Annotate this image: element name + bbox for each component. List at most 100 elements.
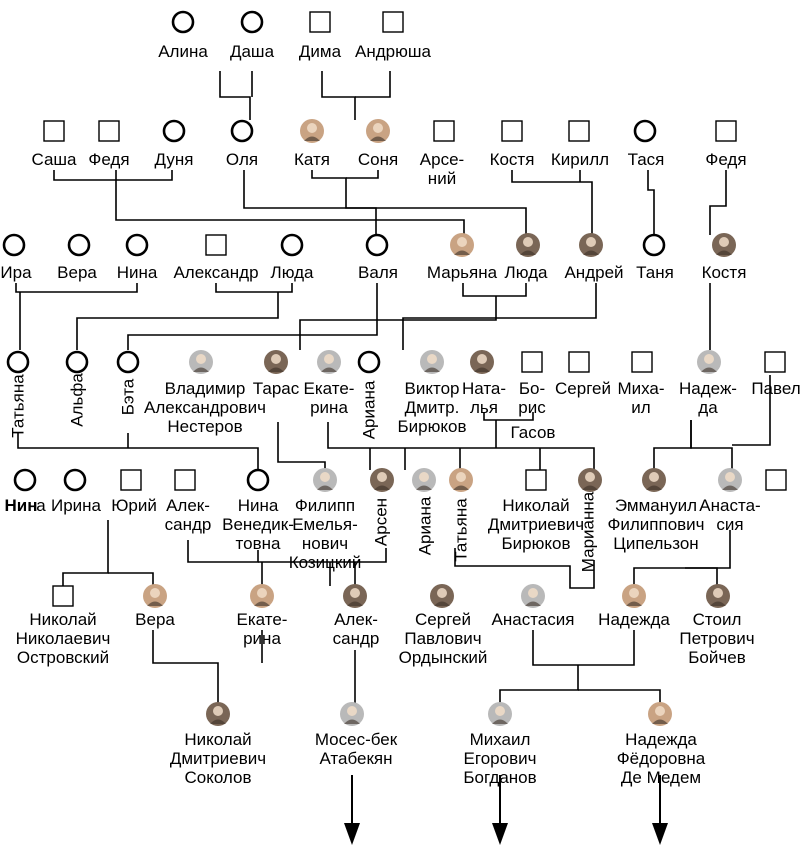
connector-line	[15, 283, 138, 293]
person-kostya: Костя	[489, 150, 535, 169]
person-nina-venediktovna: Нина Венедик- товна	[222, 496, 294, 553]
connector-line	[355, 71, 391, 98]
portrait-photo-icon	[206, 702, 230, 726]
person-filipp-kozitsky: Филипп Емелья- нович Козицкий	[288, 496, 362, 572]
connector-line	[685, 567, 718, 586]
circle-icon	[642, 233, 666, 257]
portrait-photo-icon	[450, 233, 474, 257]
circle-icon	[230, 119, 254, 143]
square-icon	[715, 120, 737, 142]
connector-line	[152, 630, 219, 705]
portrait-photo-icon	[370, 468, 394, 492]
portrait-photo-icon	[622, 584, 646, 608]
person-yuriy: Юрий	[111, 496, 157, 515]
person-nina: Нина	[116, 263, 158, 282]
connector-line	[277, 422, 326, 470]
person-nikolay-ostrovsky: Николай Николаевич Островский	[15, 610, 111, 667]
person-aleksandr: Александр	[173, 263, 259, 282]
person-sergey: Сергей	[555, 379, 611, 398]
portrait-photo-icon	[579, 233, 603, 257]
person-nadezhda-2: Надежда	[598, 610, 670, 629]
square-icon	[205, 234, 227, 256]
connector-line	[532, 630, 635, 666]
portrait-photo-icon	[420, 350, 444, 374]
person-sonya: Соня	[357, 150, 399, 169]
portrait-photo-icon	[313, 468, 337, 492]
person-ekaterina-2: Екате- рина	[236, 610, 288, 648]
circle-icon	[357, 350, 381, 374]
person-irina: Ирина	[50, 496, 102, 515]
connector-line	[321, 71, 356, 120]
person-vladimir-nesterov: Владимир Александрович Нестеров	[144, 379, 266, 436]
person-fedya-2: Федя	[705, 150, 747, 169]
portrait-photo-icon	[718, 468, 742, 492]
circle-icon	[116, 350, 140, 374]
connector-line	[511, 170, 593, 235]
connector-line	[483, 412, 534, 421]
portrait-photo-icon	[516, 233, 540, 257]
portrait-photo-icon	[521, 584, 545, 608]
square-icon	[521, 351, 543, 373]
square-icon	[631, 351, 653, 373]
person-marianna: Марианна	[578, 491, 598, 573]
circle-icon	[171, 10, 195, 34]
portrait-photo-icon	[143, 584, 167, 608]
portrait-photo-icon	[449, 468, 473, 492]
person-tanya: Таня	[636, 263, 674, 282]
connector-line	[709, 170, 727, 235]
arrow-down-icon	[344, 823, 360, 845]
person-ira: Ира	[0, 263, 32, 282]
person-aleksandr-3: Алек- сандр	[332, 610, 380, 648]
person-anastasiya: Анаста- сия	[699, 496, 761, 534]
square-icon	[765, 469, 787, 491]
portrait-photo-icon	[366, 119, 390, 143]
connector-line	[215, 283, 293, 293]
connector-line	[578, 689, 661, 705]
person-mikhail-bogdanov: Михаил Егорович Богданов	[463, 730, 537, 787]
circle-icon	[65, 350, 89, 374]
person-sergey-ordynsky: Сергей Павлович Ордынский	[398, 610, 488, 667]
square-icon	[120, 469, 142, 491]
portrait-photo-icon	[712, 233, 736, 257]
square-icon	[764, 351, 786, 373]
person-beta: Бэта	[118, 378, 138, 416]
connector-line	[187, 540, 259, 563]
person-vera: Вера	[57, 263, 97, 282]
portrait-photo-icon	[578, 468, 602, 492]
person-ariana-2: Ариана	[415, 496, 435, 556]
portrait-photo-icon	[300, 119, 324, 143]
person-nadezhda-de-medem: Надежда Фёдоровна Де Медем	[616, 730, 706, 787]
person-viktor-biryukov: Виктор Дмитр. Бирюков	[397, 379, 467, 436]
connector-line	[327, 422, 595, 470]
connector-line	[311, 170, 527, 235]
circle-icon	[125, 233, 149, 257]
connector-line	[346, 170, 379, 179]
connector-line	[108, 572, 154, 586]
square-icon	[501, 120, 523, 142]
person-katya: Катя	[294, 150, 330, 169]
person-aleksandr-2: Алек- сандр	[164, 496, 212, 534]
person-nikolay-biryukov: Николай Дмитриевич Бирюков	[487, 496, 585, 553]
connector-line	[62, 520, 109, 586]
connector-line	[499, 665, 579, 705]
portrait-photo-icon	[706, 584, 730, 608]
connector-line	[454, 548, 595, 589]
person-valya: Валя	[358, 263, 398, 282]
person-arsen: Арсен	[371, 497, 391, 547]
connector-line	[258, 548, 387, 563]
person-kostya-2: Костя	[701, 263, 747, 282]
person-dunya: Дуня	[154, 150, 194, 169]
person-taras: Тарас	[252, 379, 300, 398]
person-nadezhda: Надеж- да	[679, 379, 737, 417]
circle-icon	[13, 468, 37, 492]
circle-icon	[6, 350, 30, 374]
portrait-photo-icon	[488, 702, 512, 726]
portrait-photo-icon	[412, 468, 436, 492]
circle-icon	[162, 119, 186, 143]
connector-line	[732, 375, 771, 446]
connector-line	[402, 283, 597, 350]
connector-line	[299, 296, 497, 350]
connector-line	[53, 170, 173, 181]
